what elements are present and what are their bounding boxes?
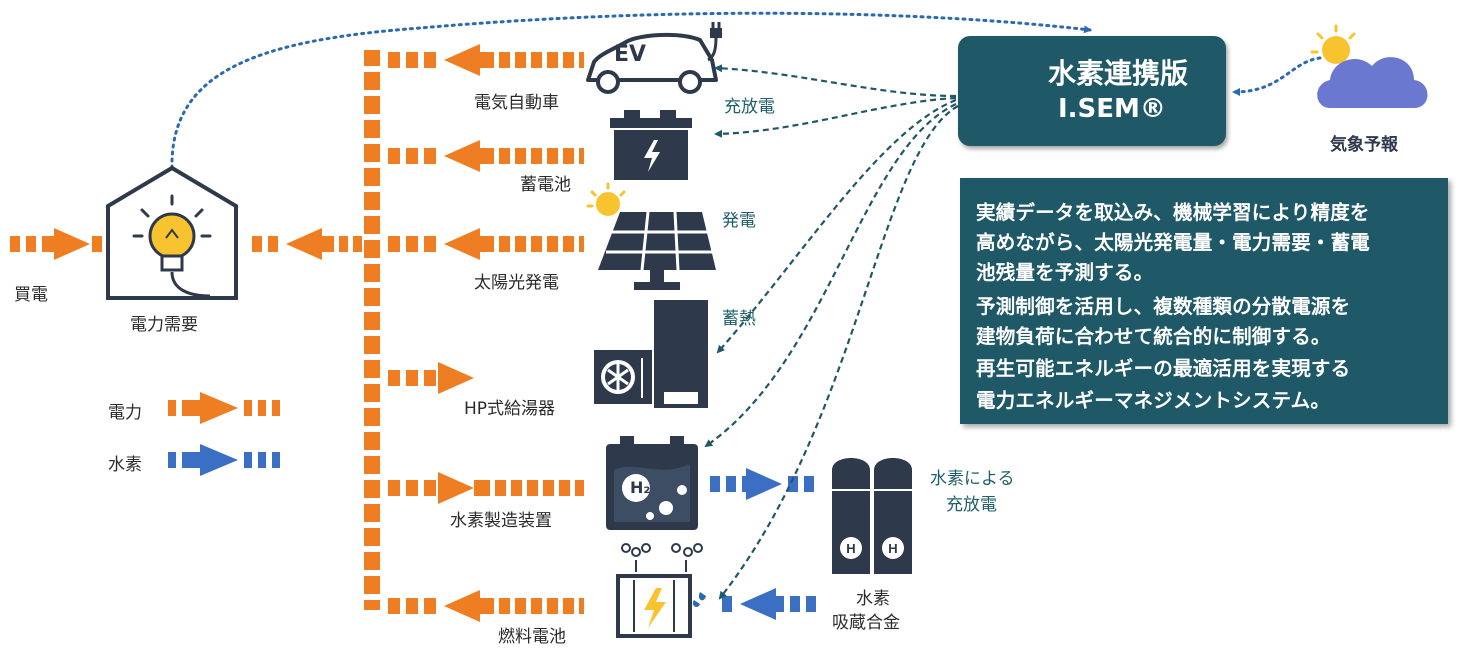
generation-label: 発電	[722, 211, 756, 231]
power-arrow-purchase	[10, 228, 102, 260]
hydrogen-storage-alloy-icon: H H	[832, 458, 912, 574]
charge-discharge-label: 充放電	[724, 97, 775, 117]
svg-text:H: H	[888, 541, 897, 556]
description-line: 高めながら、太陽光発電量・電力需要・蓄電	[976, 231, 1371, 254]
weather-to-isem-link	[1232, 56, 1322, 96]
heat-pump-label: HP式給湯器	[464, 399, 556, 419]
purchase-label: 買電	[14, 285, 48, 305]
fuel-cell-icon	[616, 543, 706, 638]
heat-storage-label: 蓄熱	[722, 309, 756, 329]
demand-label: 電力需要	[130, 315, 198, 335]
ev-car-icon	[586, 22, 722, 94]
legend-power-arrow	[168, 392, 280, 424]
power-arrow-fuelcell	[388, 590, 584, 622]
battery-icon	[610, 110, 692, 180]
h2-charge-label-1: 水素による	[930, 469, 1015, 489]
fuel-cell-label: 燃料電池	[498, 627, 566, 647]
isem-system-box	[958, 36, 1226, 146]
hydrogen-generator-icon	[606, 436, 698, 530]
description-line: 再生可能エネルギーの最適活用を実現する	[976, 357, 1351, 380]
power-arrow-ev	[388, 44, 584, 76]
power-arrow-to-house	[252, 228, 362, 260]
ev-label: 電気自動車	[474, 93, 559, 113]
house-to-isem-link	[170, 11, 1092, 170]
ev-badge: EV	[614, 42, 647, 67]
power-arrow-solar	[388, 228, 584, 260]
svg-text:H: H	[846, 541, 855, 556]
description-line: 池残量を予測する。	[976, 261, 1154, 284]
description-line: 電力エネルギーマネジメントシステム。	[976, 389, 1331, 412]
h2-badge: H₂	[630, 478, 651, 497]
power-arrow-heatpump	[388, 362, 474, 394]
battery-label: 蓄電池	[520, 175, 571, 195]
h2-generator-label: 水素製造装置	[450, 511, 552, 531]
solar-panel-icon	[586, 182, 716, 290]
hydrogen-arrow-to-fuelcell	[722, 588, 816, 620]
isem-control-links	[704, 64, 959, 600]
isem-title: 水素連携版	[1048, 57, 1189, 90]
hydrogen-arrow-to-storage	[710, 468, 814, 500]
legend-hydrogen-arrow	[168, 444, 280, 476]
weather-icon	[1310, 24, 1428, 108]
solar-label: 太陽光発電	[474, 273, 559, 293]
power-arrow-h2gen	[388, 472, 584, 504]
h2-alloy-label-2: 吸蔵合金	[832, 613, 900, 633]
h2-alloy-label-1: 水素	[856, 589, 890, 609]
description-line: 実績データを取込み、機械学習により精度を	[976, 201, 1370, 224]
legend-power-label: 電力	[108, 403, 142, 423]
isem-subtitle: I.SEM®	[1058, 94, 1166, 124]
description-line: 建物負荷に合わせて統合的に制御する。	[976, 325, 1331, 348]
power-arrow-battery	[388, 140, 584, 172]
h2-charge-label-2: 充放電	[946, 495, 997, 515]
description-line: 予測制御を活用し、複数種類の分散電源を	[976, 295, 1351, 318]
heat-pump-icon	[594, 300, 708, 408]
power-trunk	[364, 50, 380, 610]
description-box	[960, 178, 1448, 424]
legend-hydrogen-label: 水素	[108, 455, 142, 475]
house-icon	[106, 165, 238, 300]
weather-label: 気象予報	[1330, 135, 1398, 155]
